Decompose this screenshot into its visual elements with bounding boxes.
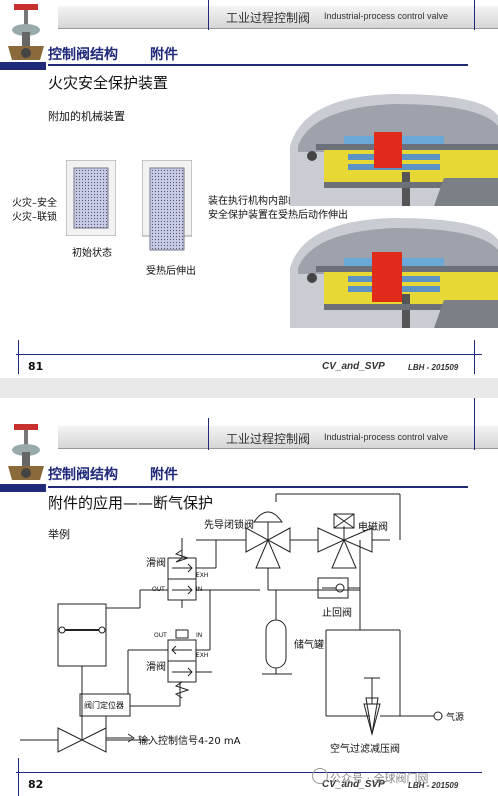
header-divider — [208, 418, 209, 450]
slide-title: 附件的应用——断气保护 — [48, 494, 214, 512]
valve-logo-icon — [8, 4, 44, 60]
label-fire-interlock: 火灾–联锁 — [12, 212, 57, 223]
slide-valve-top-label: 滑阀 — [146, 558, 166, 569]
out-label: OUT — [152, 586, 165, 593]
solenoid-label: 电磁阀 — [358, 522, 388, 533]
slide-valve-bottom-label: 滑阀 — [146, 662, 166, 673]
footer-rule — [16, 772, 482, 773]
exh-label: EXH — [196, 652, 209, 659]
slide-82: 工业过程控制阀 Industrial-process control valve… — [0, 398, 498, 796]
example-label: 举例 — [48, 528, 70, 541]
pneumatic-schematic — [20, 493, 443, 753]
valve-logo-icon — [8, 424, 44, 480]
header-divider — [474, 0, 475, 30]
wechat-icon — [312, 768, 328, 784]
header-bar — [58, 426, 498, 449]
in-label: IN — [196, 586, 203, 593]
footer-doc: CV_and_SVP — [322, 361, 385, 372]
watermark: 公众号 · 全球阀门网 — [330, 772, 429, 785]
description-line-1: 装在执行机构内部的安全保护装置 — [208, 196, 358, 207]
positioner-label: 阀门定位器 — [84, 701, 124, 710]
footer-doc: CV_and_SVP — [322, 779, 385, 790]
check-valve-label: 止回阀 — [322, 608, 352, 619]
section-subtitle: 附件 — [150, 467, 178, 483]
footer-divider — [18, 340, 19, 374]
tank-label: 储气罐 — [294, 640, 324, 651]
header-divider — [208, 0, 209, 30]
header-bar — [58, 6, 498, 29]
header-title-en: Industrial-process control valve — [324, 11, 449, 21]
footer-divider — [474, 340, 475, 374]
title-accent-bar — [0, 62, 46, 70]
signal-label: 输入控制信号4-20 mA — [138, 736, 241, 747]
caption-initial: 初始状态 — [72, 248, 112, 259]
slide-81: 工业过程控制阀 Industrial-process control valve… — [0, 0, 498, 378]
actuator-cutaway-initial — [290, 94, 498, 206]
footer-rule — [16, 354, 482, 355]
footer-divider — [18, 758, 19, 796]
out-label: OUT — [154, 632, 167, 639]
air-source-label: 气源 — [446, 713, 465, 723]
pilot-valve-label: 先导闭锁阀 — [204, 520, 254, 531]
title-rule — [48, 64, 468, 66]
header-divider — [474, 398, 475, 450]
section-title: 控制阀结构 — [48, 47, 118, 63]
subtitle: 附加的机械装置 — [48, 110, 125, 123]
slide-title: 火灾安全保护装置 — [48, 74, 169, 92]
title-rule — [48, 486, 468, 488]
caption-extended: 受热后伸出 — [146, 266, 196, 277]
section-title: 控制阀结构 — [48, 467, 118, 483]
section-subtitle: 附件 — [150, 47, 178, 63]
page-number: 81 — [28, 360, 44, 373]
title-accent-bar — [0, 484, 46, 492]
header-title-en: Industrial-process control valve — [324, 432, 449, 442]
in-label: IN — [196, 632, 203, 639]
regulator-label: 空气过滤减压阀 — [330, 744, 400, 755]
footer-ref: LBH - 201509 — [408, 781, 459, 790]
header-title-cn: 工业过程控制阀 — [226, 432, 311, 446]
actuator-cutaway-extended — [290, 218, 498, 328]
page-number: 82 — [28, 778, 44, 791]
footer-ref: LBH - 201509 — [408, 363, 459, 372]
label-fire-safe: 火灾–安全 — [12, 198, 57, 209]
fuse-initial-figure — [66, 160, 116, 236]
header-title-cn: 工业过程控制阀 — [226, 11, 311, 25]
description-line-2: 安全保护装置在受热后动作伸出 — [208, 210, 348, 221]
exh-label: EXH — [196, 572, 209, 579]
fuse-extended-figure — [142, 160, 192, 251]
